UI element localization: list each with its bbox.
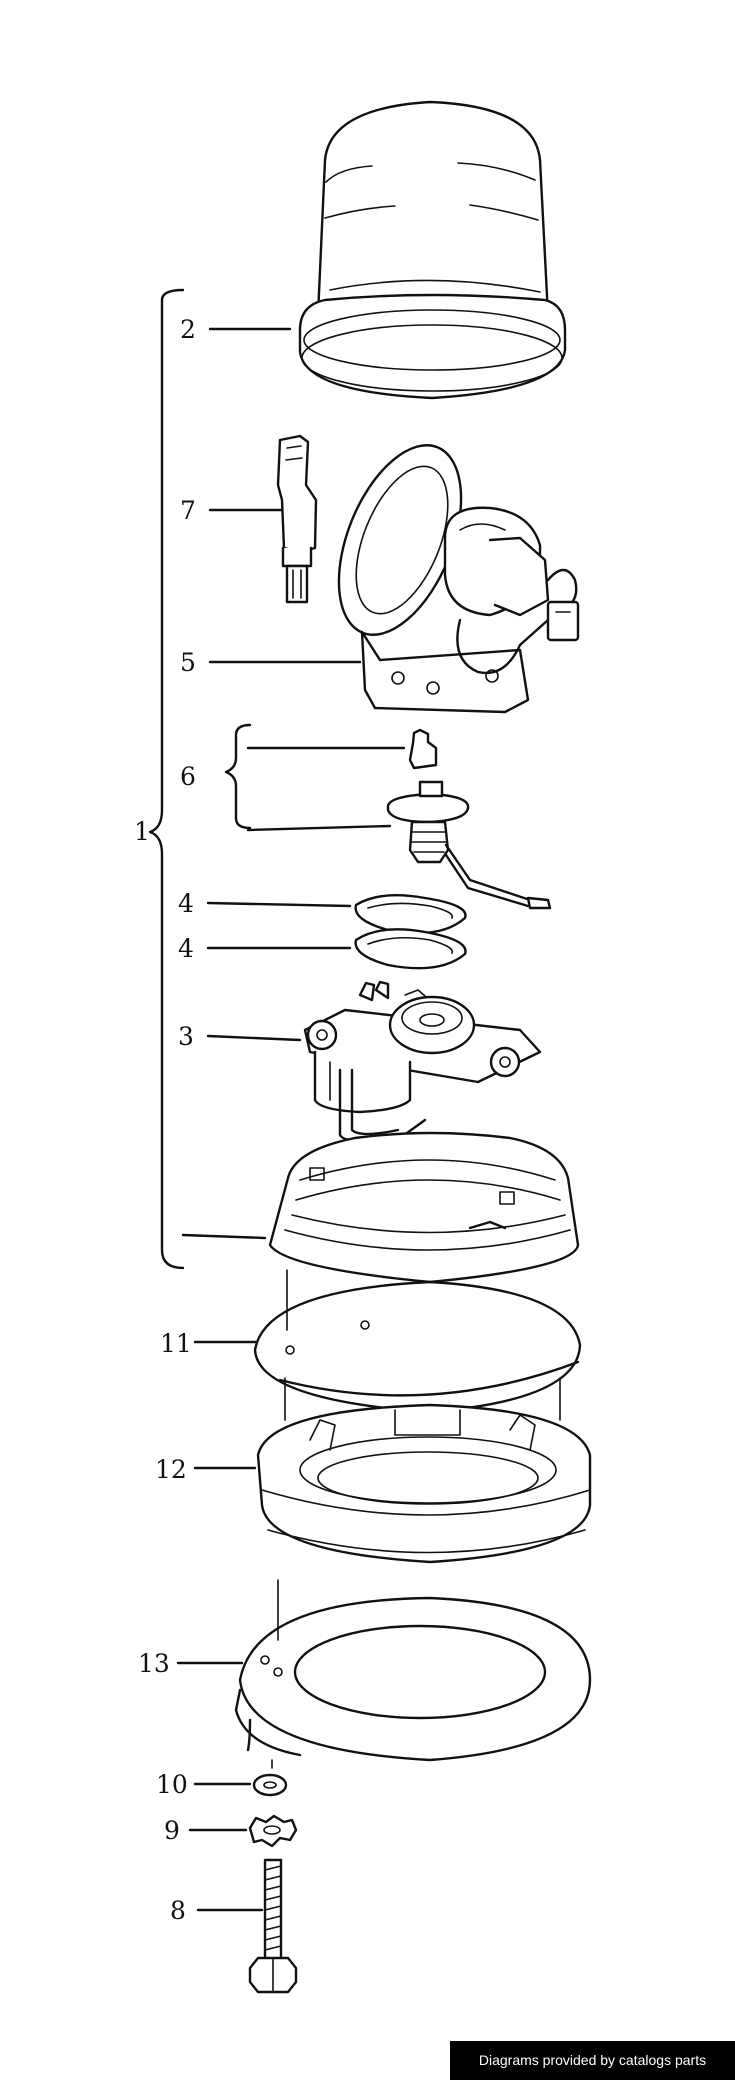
callout-7: 7 (180, 496, 196, 525)
callout-1: 1 (134, 817, 150, 846)
callout-4-lower: 4 (178, 934, 194, 963)
part-11-gasket-disc (253, 1280, 582, 1414)
callout-2: 2 (180, 315, 196, 344)
part-8-bolt (248, 1858, 298, 1994)
part-5-reflector-assembly (337, 444, 580, 714)
callout-3: 3 (178, 1022, 194, 1051)
part-3-motor-unit (303, 980, 542, 1143)
callout-12: 12 (155, 1455, 187, 1484)
callout-8: 8 (170, 1896, 186, 1925)
callout-10: 10 (156, 1770, 188, 1799)
part-4-bands (354, 894, 467, 970)
part-10-washer (252, 1773, 288, 1797)
part-2-dome-lens (298, 100, 567, 400)
part-12-base-ring (256, 1377, 592, 1641)
callout-6: 6 (180, 762, 196, 791)
callout-13: 13 (138, 1649, 170, 1678)
callout-9: 9 (164, 1816, 180, 1845)
callout-11: 11 (160, 1329, 192, 1358)
callout-4-upper: 4 (178, 889, 194, 918)
part-1-housing (268, 1131, 580, 1331)
callout-5: 5 (180, 648, 196, 677)
part-7-connector (276, 434, 318, 604)
part-6-bulb-socket (386, 728, 552, 910)
part-9-lock-washer (248, 1814, 298, 1848)
part-13-base-gasket (234, 1596, 592, 1769)
leader-lines (148, 288, 406, 1912)
diagram-credit: Diagrams provided by catalogs parts (450, 2041, 735, 2080)
